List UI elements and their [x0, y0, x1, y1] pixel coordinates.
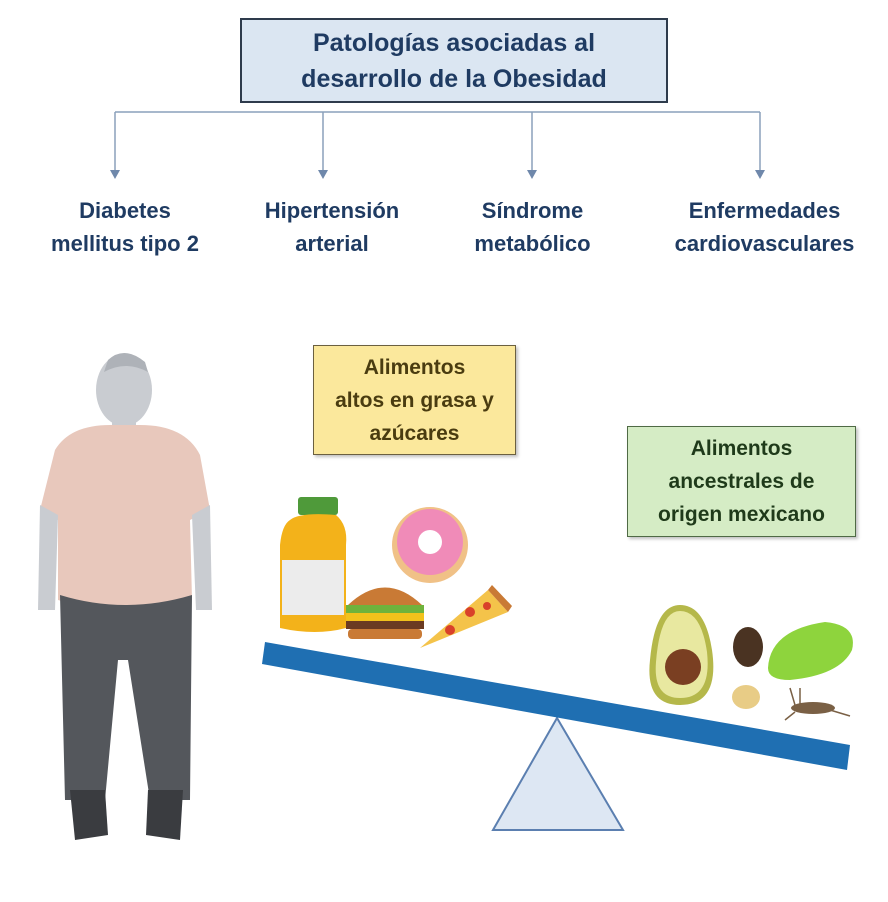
- obese-person-illustration: [38, 352, 212, 840]
- pathology-line-2: cardiovasculares: [674, 231, 855, 256]
- ancestral-food-illustration: [649, 605, 853, 721]
- title-box: Patologías asociadas al desarrollo de la …: [240, 18, 668, 103]
- box-line: Alimentos: [690, 437, 793, 460]
- pathology-line-1: Enfermedades: [688, 198, 841, 223]
- pathology-line-2: metabólico: [474, 231, 591, 256]
- pathology-diabetes: Diabetes mellitus tipo 2: [20, 194, 230, 260]
- box-line: altos en grasa y: [335, 388, 494, 412]
- unhealthy-food-box: Alimentos altos en grasa y azúcares: [313, 345, 516, 455]
- box-line: azúcares: [369, 421, 460, 445]
- balance-fulcrum: [491, 716, 625, 831]
- junk-food-illustration: [280, 497, 512, 648]
- pathology-metabolic-syndrome: Síndrome metabólico: [440, 194, 625, 260]
- pathology-line-1: Síndrome: [481, 198, 584, 223]
- balance-beam: [262, 642, 850, 770]
- title-line-1: Patologías asociadas al: [312, 28, 596, 57]
- box-line: Alimentos: [363, 355, 466, 379]
- pathology-line-2: arterial: [295, 231, 369, 256]
- pathology-hypertension: Hipertensión arterial: [232, 194, 432, 260]
- connector-lines: [110, 111, 765, 179]
- box-line: ancestrales de: [668, 470, 815, 493]
- box-line: origen mexicano: [658, 503, 825, 526]
- title-line-2: desarrollo de la Obesidad: [301, 64, 607, 93]
- pathology-line-2: mellitus tipo 2: [51, 231, 199, 256]
- ancestral-food-box: Alimentos ancestrales de origen mexicano: [627, 426, 856, 537]
- pathology-cardiovascular: Enfermedades cardiovasculares: [652, 194, 877, 260]
- pathology-line-1: Diabetes: [79, 198, 171, 223]
- pathology-line-1: Hipertensión: [264, 198, 400, 223]
